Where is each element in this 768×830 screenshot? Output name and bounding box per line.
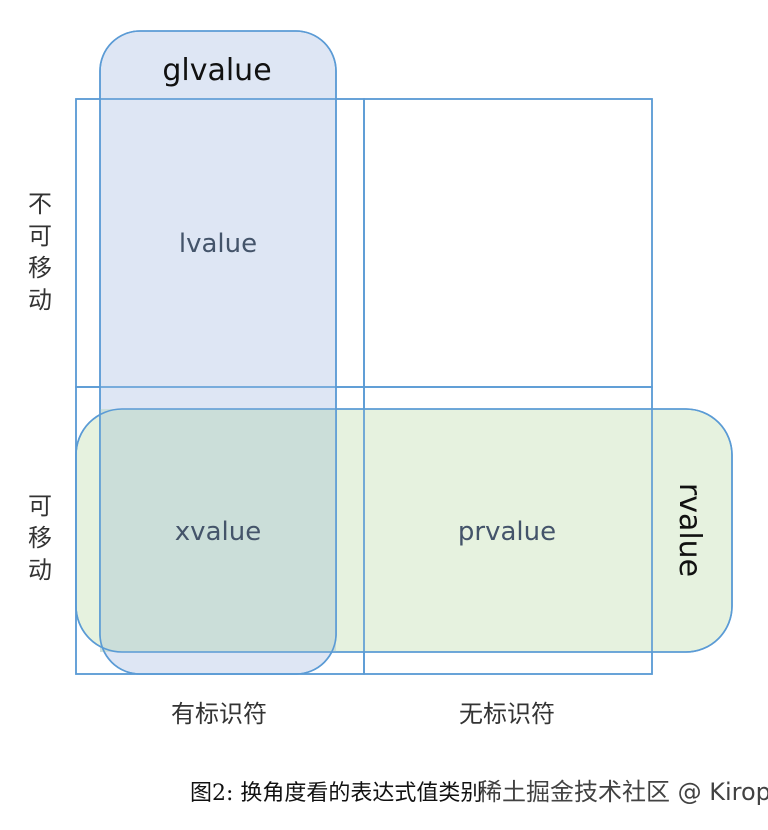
grid-overlay-lines (75, 98, 653, 675)
watermark: 稀土掘金技术社区 @ Kiropo (478, 778, 768, 806)
xvalue-overlap-area (100, 409, 336, 652)
rvalue-group-outline (75, 408, 733, 653)
row-label-movable: 可移动 (28, 492, 52, 584)
glvalue-group-outline (99, 30, 337, 675)
xvalue-label: xvalue (175, 517, 261, 547)
column-label-has-identity: 有标识符 (171, 700, 267, 728)
row-label-not-movable: 不可移动 (28, 190, 52, 314)
lvalue-label: lvalue (179, 229, 257, 259)
grid-cell-empty (363, 98, 653, 388)
glvalue-label: glvalue (162, 53, 271, 88)
column-label-no-identity: 无标识符 (459, 700, 555, 728)
rvalue-label: rvalue (672, 483, 707, 577)
figure-caption: 图2: 换角度看的表达式值类别 (190, 781, 482, 806)
prvalue-label: prvalue (458, 517, 556, 547)
